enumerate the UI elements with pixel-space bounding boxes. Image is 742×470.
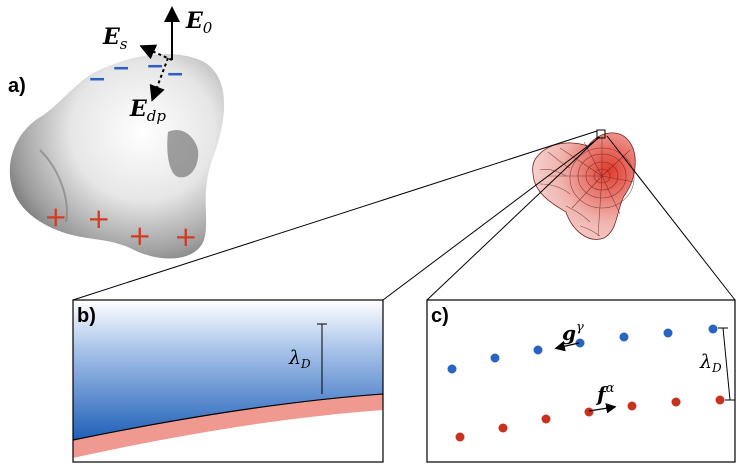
panel-label-a: a) — [8, 75, 26, 97]
grey-cell — [9, 53, 225, 259]
membrane-charge-dots — [455, 395, 725, 442]
positive-charge: + — [44, 200, 67, 233]
g-label: gγ — [562, 320, 584, 345]
es-arrow — [139, 44, 173, 61]
red-dot — [455, 432, 465, 442]
zoom-lines — [72, 130, 736, 301]
panel-label-c: c) — [431, 305, 449, 327]
panel-b-frame — [72, 299, 384, 463]
counterion-dots — [447, 324, 718, 374]
mesh-cell — [532, 129, 636, 240]
edp-label: Edp — [129, 96, 166, 125]
negative-charges: − − − − — [88, 54, 184, 92]
negative-charge: − — [88, 67, 106, 92]
double-layer — [73, 300, 383, 440]
e0-label: E0 — [185, 8, 213, 37]
blue-dot — [447, 364, 457, 374]
negative-charge: − — [112, 56, 130, 81]
blue-dot — [490, 353, 500, 363]
blue-dot — [619, 332, 629, 342]
es-label: Es — [102, 24, 128, 53]
panel-c-frame — [426, 299, 736, 463]
negative-charge: − — [146, 54, 164, 79]
g-arrow — [554, 341, 580, 352]
negative-charge: − — [166, 62, 184, 87]
debye-label-b: λD — [288, 347, 311, 371]
positive-charge: + — [87, 202, 110, 235]
panel-label-b: b) — [77, 305, 96, 327]
positive-charges: + + + + — [44, 200, 197, 253]
red-dot — [541, 414, 551, 424]
red-dot — [584, 407, 594, 417]
f-arrow — [588, 403, 617, 414]
panel-c: c) gγ fα — [426, 299, 736, 463]
debye-label-c: λD — [699, 351, 722, 375]
positive-charge: + — [128, 219, 151, 252]
field-arrows — [139, 6, 180, 102]
red-dot — [715, 395, 725, 405]
blue-dot — [575, 338, 585, 348]
blue-dot — [663, 328, 673, 338]
panel-b: b) λD — [72, 299, 384, 463]
red-dot — [627, 401, 637, 411]
positive-charge: + — [174, 220, 197, 253]
red-dot — [671, 397, 681, 407]
edp-arrow — [149, 57, 169, 102]
membrane — [73, 394, 383, 458]
blue-dot — [533, 345, 543, 355]
red-dot — [498, 423, 508, 433]
debye-bracket-c — [722, 327, 731, 401]
f-label: fα — [595, 381, 615, 406]
blue-dot — [708, 324, 718, 334]
zoom-box — [596, 129, 606, 139]
